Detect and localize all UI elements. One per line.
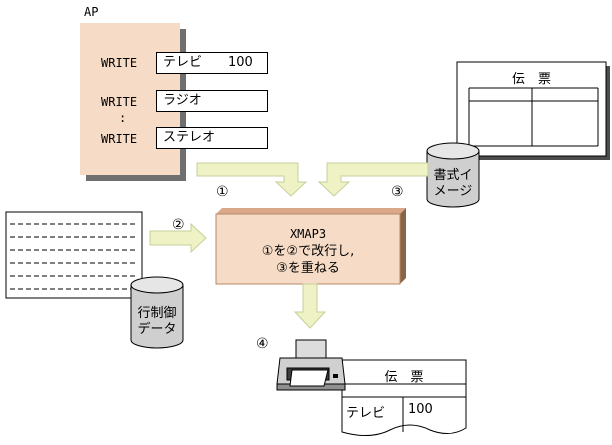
marker-three: ③ [391,184,404,200]
write-value-field: ラジオ [156,90,268,112]
arrow-one [196,162,308,197]
xmap-line2: ③を重ねる [276,261,340,276]
xmap-box-text: XMAP3 ①を②で改行し, ③を重ねる [216,220,400,277]
write-ellipsis: : [119,111,127,125]
arrow-four [293,283,327,329]
arrow-two [149,222,207,254]
xmap-title: XMAP3 [289,227,327,241]
arrow-three [317,162,429,197]
write-keyword: WRITE [101,95,138,109]
line-control-cylinder-label: 行制御 データ [137,306,177,337]
marker-two: ② [172,217,185,233]
output-item: テレビ [346,406,386,421]
xmap-box [215,213,401,285]
marker-one: ① [216,184,229,200]
write-value-field: テレビ 100 [156,52,268,74]
output-sheet [341,359,467,436]
line-data-sheet [5,211,143,299]
write-keyword: WRITE [101,56,138,70]
output-sheet-title: 伝 票 [384,370,424,385]
line-control-cylinder [130,276,184,349]
form-image-cylinder [426,142,480,208]
form-image-cylinder-label: 書式イ メージ [433,168,473,199]
write-value-field: ステレオ [156,127,268,149]
write-keyword: WRITE [101,132,138,146]
marker-four: ④ [256,336,269,352]
xmap-box-top [216,208,406,214]
xmap-line1: ①を②で改行し, [261,244,355,259]
printer-icon [276,339,346,391]
xmap-box-side [400,208,406,284]
ap-label: AP [84,5,99,19]
form-sheet-title: 伝 票 [511,72,551,87]
output-quantity: 100 [408,402,433,417]
